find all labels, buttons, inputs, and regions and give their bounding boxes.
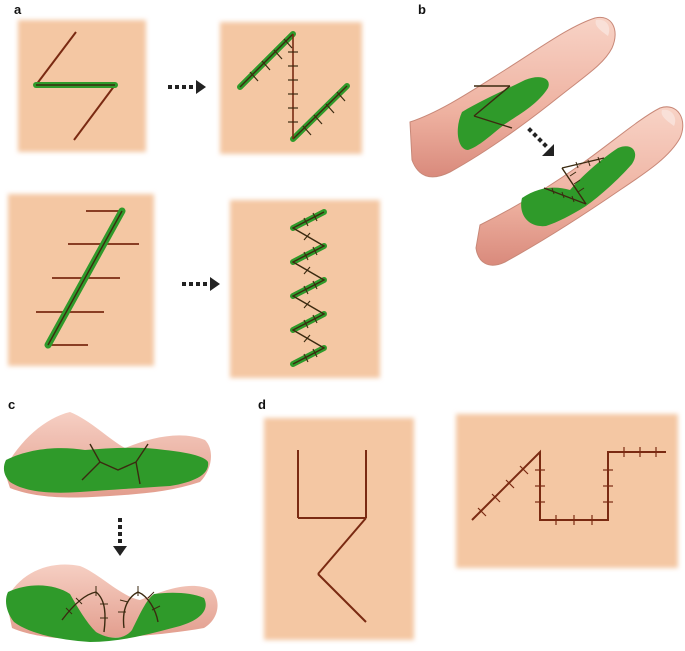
- panel-a: [8, 20, 380, 378]
- skin-square-d2: [456, 414, 678, 568]
- flap-c1: [3, 447, 209, 493]
- panel-c: [3, 412, 218, 642]
- z-plasty-design-a1: [35, 31, 116, 141]
- z-plasty-result-a2: [237, 31, 350, 142]
- sutures-c2: [61, 586, 161, 633]
- design-d1: [297, 450, 367, 623]
- z-design-b1: [473, 85, 513, 129]
- panel-d: [264, 414, 678, 640]
- arrow-a2: [182, 277, 220, 291]
- panel-label-c: c: [8, 397, 16, 412]
- panel-label-d: d: [258, 397, 266, 412]
- flap-upper: [457, 77, 549, 150]
- panel-label-b: b: [418, 2, 426, 17]
- sutures-d2: [477, 447, 657, 525]
- multiple-z-result-a4: [290, 209, 327, 367]
- skin-square-a2: [220, 22, 362, 154]
- flap-lower: [521, 146, 636, 227]
- arrow-a1: [168, 80, 206, 94]
- panel-b: [409, 16, 684, 266]
- flap-c2: [6, 585, 206, 642]
- incision-c1: [81, 443, 149, 485]
- z-result-b2: [543, 156, 605, 205]
- panel-label-a: a: [14, 2, 22, 17]
- arrow-c: [113, 518, 127, 556]
- skin-square-d1: [264, 418, 414, 640]
- arrow-b: [527, 127, 554, 156]
